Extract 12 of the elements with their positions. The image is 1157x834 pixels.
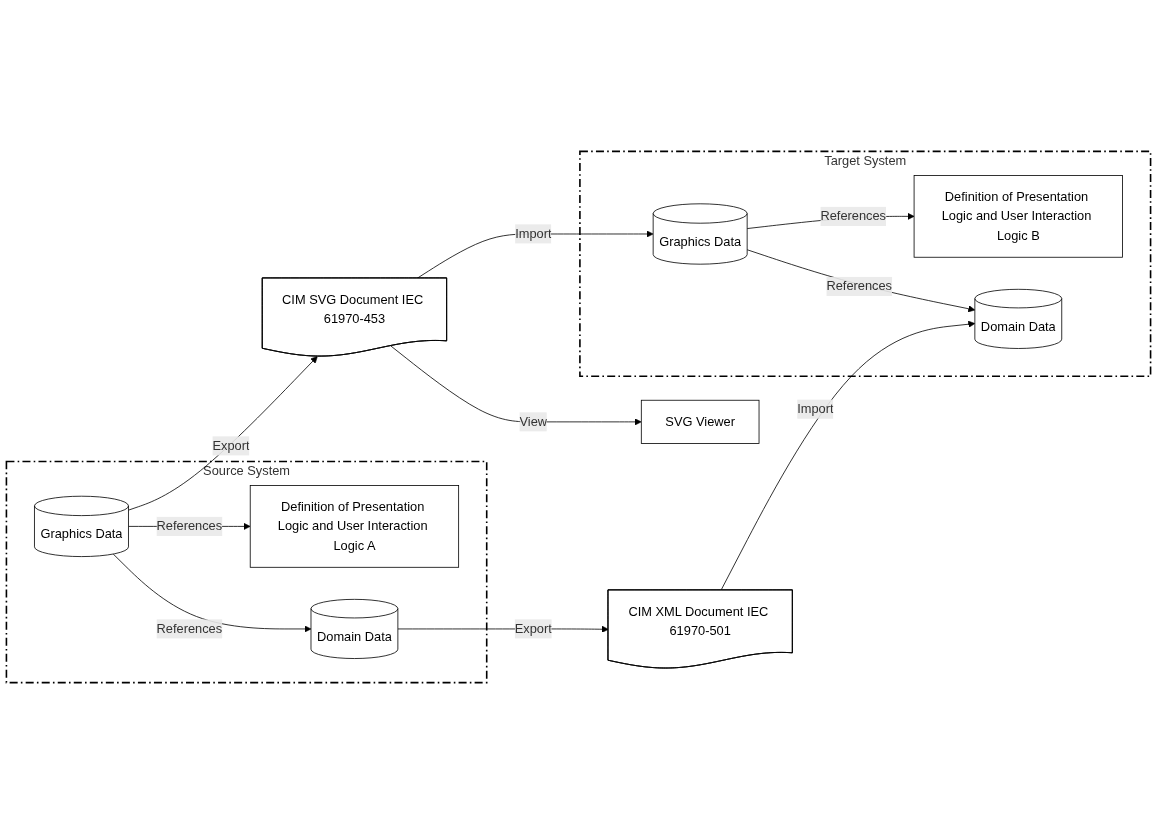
node-box: SVG Viewer (640, 399, 760, 444)
node-box: Definition of Presentation Logic and User Interaction Logic A (249, 485, 460, 568)
edge-label: Import (797, 401, 834, 416)
edge-label: References (156, 519, 223, 533)
edge-label: Export (212, 438, 250, 453)
edge-label: References (820, 209, 887, 223)
edge-label: Import (515, 226, 552, 241)
edge-label: References (826, 279, 893, 293)
node-box: Definition of Presentation Logic and User Interaction Logic B (913, 175, 1123, 258)
edge-label: References (156, 621, 223, 636)
edge-label: View (519, 414, 548, 429)
edge-label: Export (514, 621, 552, 636)
